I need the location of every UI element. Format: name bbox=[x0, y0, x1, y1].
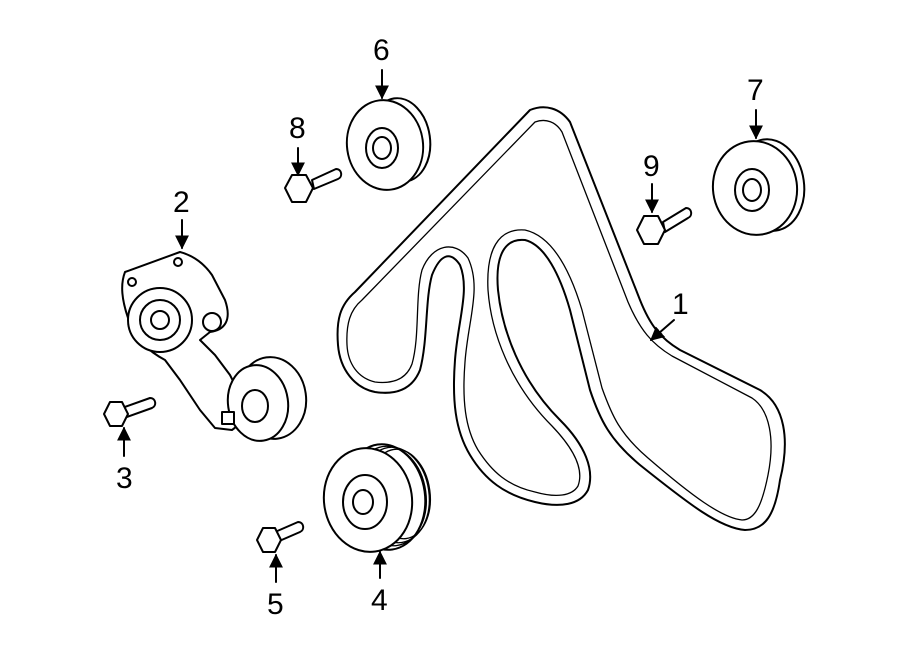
bolt-8 bbox=[284, 168, 343, 203]
callout-5: 5 bbox=[267, 588, 284, 621]
callout-2: 2 bbox=[173, 186, 190, 219]
callout-8: 8 bbox=[289, 112, 306, 145]
bolt-3 bbox=[103, 397, 157, 427]
callout-9: 9 bbox=[643, 150, 660, 183]
callout-3: 3 bbox=[116, 462, 133, 495]
leader-arrows bbox=[117, 69, 763, 583]
idler-pulley-right bbox=[711, 138, 806, 236]
callout-6: 6 bbox=[373, 34, 390, 67]
callout-4: 4 bbox=[371, 584, 388, 617]
grooved-pulley bbox=[322, 443, 432, 553]
callout-7: 7 bbox=[747, 74, 764, 107]
idler-pulley-top bbox=[345, 97, 432, 191]
belt-tensioner bbox=[121, 251, 308, 442]
bolt-5 bbox=[256, 521, 305, 553]
bolt-9 bbox=[636, 207, 693, 245]
drive-belt bbox=[336, 106, 786, 531]
callout-1: 1 bbox=[672, 288, 689, 321]
